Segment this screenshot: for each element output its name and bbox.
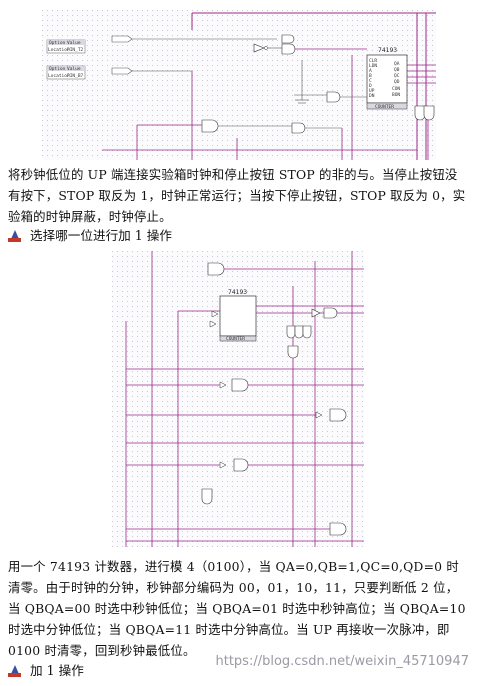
bullet-1-text: 选择哪一位进行加 1 操作: [30, 228, 172, 243]
chip-name: 74193: [228, 289, 247, 296]
watermark: https://blog.csdn.net/weixin_45710947: [215, 654, 469, 669]
svg-text:QA: QA: [394, 61, 400, 67]
svg-text:A: A: [369, 68, 372, 74]
svg-text:DN: DN: [369, 93, 375, 99]
chip-footer: COUNTER: [375, 104, 394, 110]
counter-chip-74193-b: 74193 COUNTER: [219, 289, 257, 342]
bullet-2-text: 加 1 操作: [30, 663, 84, 678]
chip-footer: COUNTER: [226, 336, 245, 342]
pin-row-option: Location: [48, 73, 70, 79]
circuit-figure-1: Option Value Location PIN_T2 Option Valu…: [42, 10, 436, 160]
svg-text:C: C: [369, 78, 372, 84]
bullet-1: 选择哪一位进行加 1 操作: [8, 227, 172, 245]
schematic-2: 74193 COUNTER: [112, 251, 364, 547]
svg-text:B: B: [369, 73, 372, 79]
bullet-icon: [8, 664, 22, 678]
svg-text:BON: BON: [392, 92, 400, 98]
svg-text:CLR: CLR: [369, 58, 377, 64]
pin-table-header-value: Value: [67, 40, 81, 46]
pin-row-option: Location: [48, 47, 70, 53]
bullet-icon: [8, 229, 22, 243]
pin-row-value: PIN_B7: [67, 73, 84, 79]
svg-text:LDN: LDN: [369, 63, 377, 69]
chip-name: 74193: [378, 47, 397, 54]
bullet-2: 加 1 操作: [8, 662, 84, 680]
counter-chip-74193-a: 74193 CLR LDN A B C D UP DN QA QB QC QD …: [366, 47, 408, 110]
pin-table-header-value: Value: [67, 66, 81, 72]
svg-text:QB: QB: [394, 67, 400, 73]
pin-table-2: Option Value Location PIN_B7: [46, 65, 86, 80]
paragraph-2: 用一个 74193 计数器，进行模 4（0100），当 QA=0,QB=1,QC…: [8, 559, 466, 658]
pin-table-1: Option Value Location PIN_T2: [46, 39, 86, 54]
paragraph-1: 将秒钟低位的 UP 端连接实验箱时钟和停止按钮 STOP 的非的与。当停止按钮没…: [8, 167, 466, 224]
svg-text:CON: CON: [392, 86, 400, 92]
svg-text:UP: UP: [369, 88, 375, 94]
pin-table-header-option: Option: [49, 40, 66, 46]
svg-text:QD: QD: [394, 79, 400, 85]
pin-row-value: PIN_T2: [67, 47, 84, 53]
pin-table-header-option: Option: [49, 66, 66, 72]
circuit-figure-2: 74193 COUNTER: [112, 251, 364, 547]
schematic-1: Option Value Location PIN_T2 Option Valu…: [42, 10, 436, 160]
svg-text:QC: QC: [394, 73, 400, 79]
svg-text:D: D: [369, 83, 372, 89]
